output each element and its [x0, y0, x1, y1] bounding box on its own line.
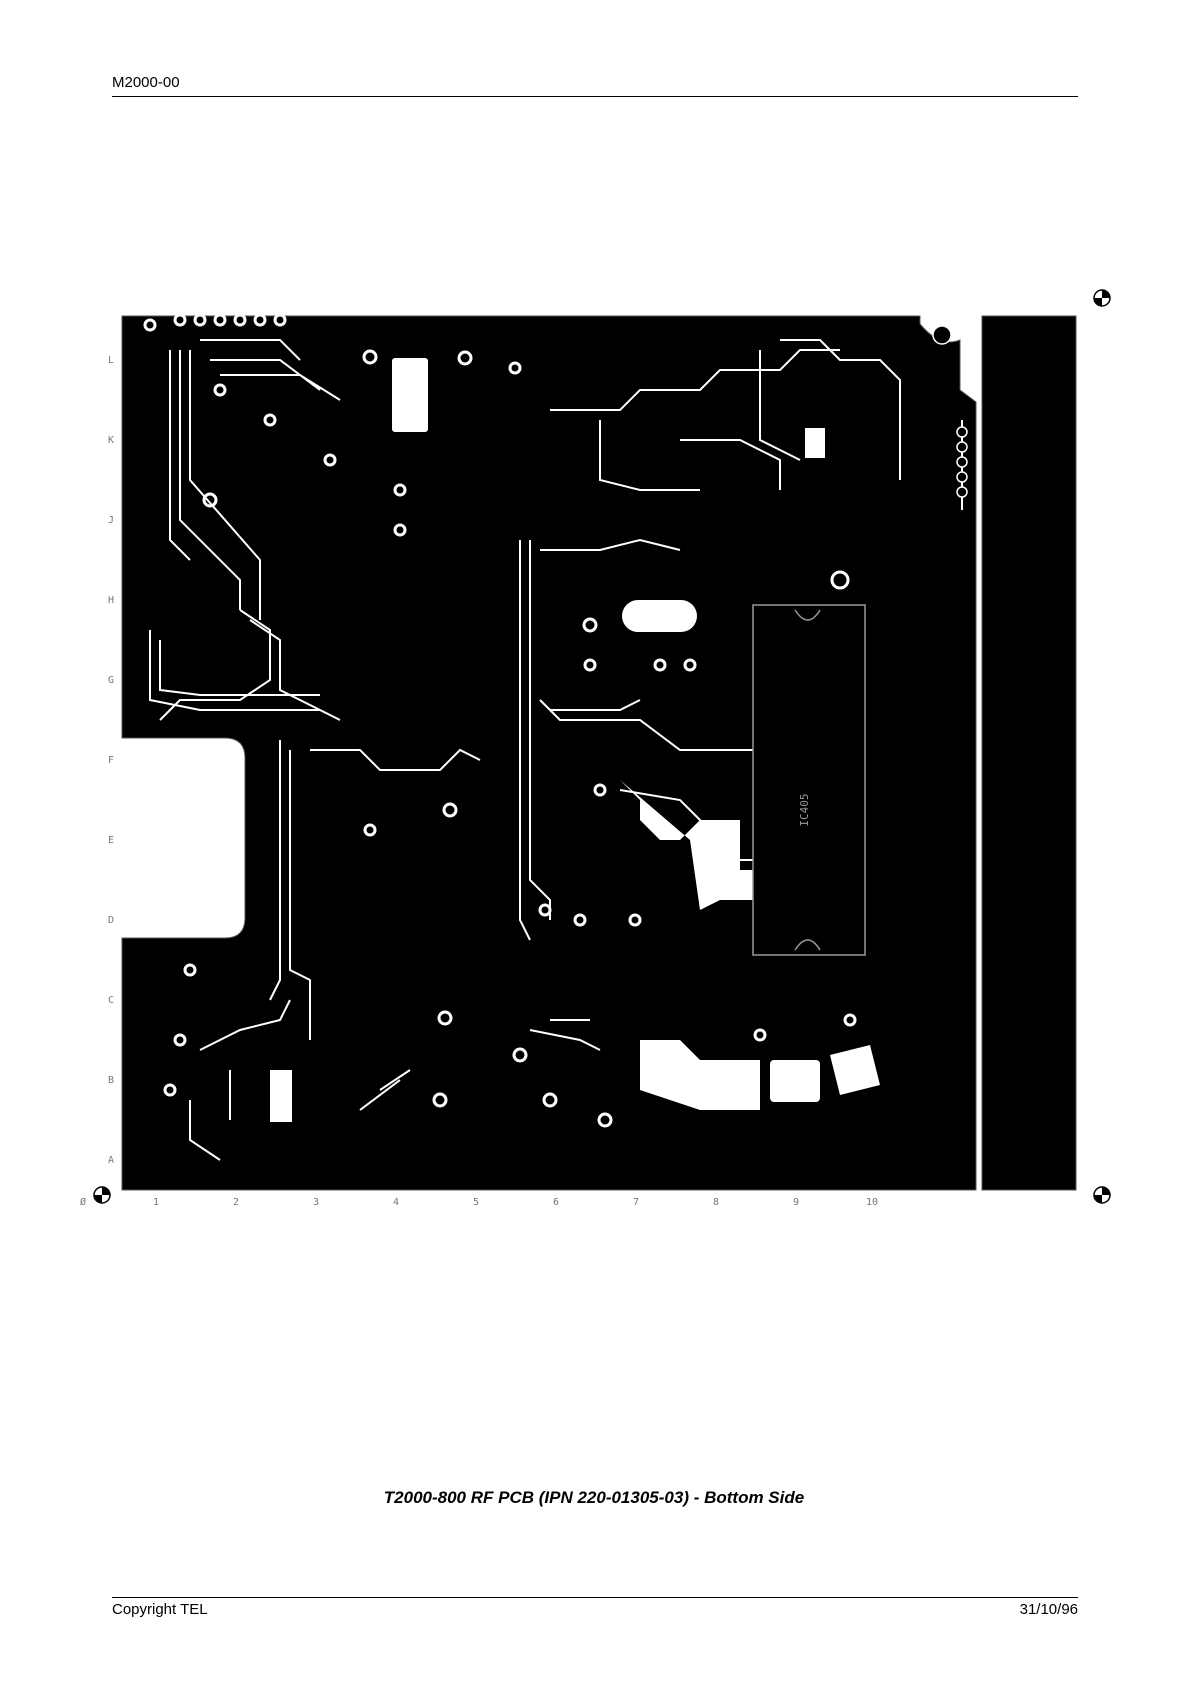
row-labels: L K J H G F E D C B A — [108, 355, 114, 1166]
document-date: 31/10/96 — [1020, 1601, 1078, 1618]
row-label-j: J — [108, 515, 114, 526]
row-label-b: B — [108, 1075, 114, 1086]
column-label-2: 2 — [233, 1197, 239, 1208]
column-label-4: 4 — [393, 1197, 399, 1208]
ic405-outline: IC405 — [753, 605, 865, 955]
column-label-8: 8 — [713, 1197, 719, 1208]
row-label-k: K — [108, 435, 114, 446]
row-label-f: F — [108, 755, 114, 766]
column-label-0: Ø — [80, 1196, 86, 1208]
figure-caption: T2000-800 RF PCB (IPN 220-01305-03) - Bo… — [0, 1488, 1188, 1508]
row-label-g: G — [108, 675, 114, 686]
document-id: M2000-00 — [112, 74, 180, 91]
column-label-1: 1 — [153, 1197, 159, 1208]
column-label-3: 3 — [313, 1197, 319, 1208]
column-label-7: 7 — [633, 1197, 639, 1208]
column-label-10: 10 — [866, 1197, 878, 1208]
column-label-9: 9 — [793, 1197, 799, 1208]
column-labels: Ø 1 2 3 4 5 6 7 8 9 10 — [80, 1196, 878, 1208]
pcb-figure: IC405 L K J H G F E D C B A Ø 1 2 3 4 5 … — [80, 280, 1120, 1270]
footer-rule — [112, 1597, 1078, 1598]
row-label-c: C — [108, 995, 114, 1006]
column-label-6: 6 — [553, 1197, 559, 1208]
row-label-a: A — [108, 1155, 114, 1166]
copyright-text: Copyright TEL — [112, 1601, 208, 1618]
ic405-label: IC405 — [798, 793, 811, 826]
fiducial-bottom-right — [1094, 1187, 1110, 1203]
pcb-drawing: IC405 L K J H G F E D C B A Ø 1 2 3 4 5 … — [80, 280, 1120, 1270]
fiducial-top-right — [1094, 290, 1110, 306]
row-label-l: L — [108, 355, 114, 366]
row-label-h: H — [108, 595, 114, 606]
row-label-d: D — [108, 915, 114, 926]
column-label-5: 5 — [473, 1197, 479, 1208]
fiducial-bottom-left — [94, 1187, 110, 1203]
header-rule — [112, 96, 1078, 97]
row-label-e: E — [108, 835, 114, 846]
